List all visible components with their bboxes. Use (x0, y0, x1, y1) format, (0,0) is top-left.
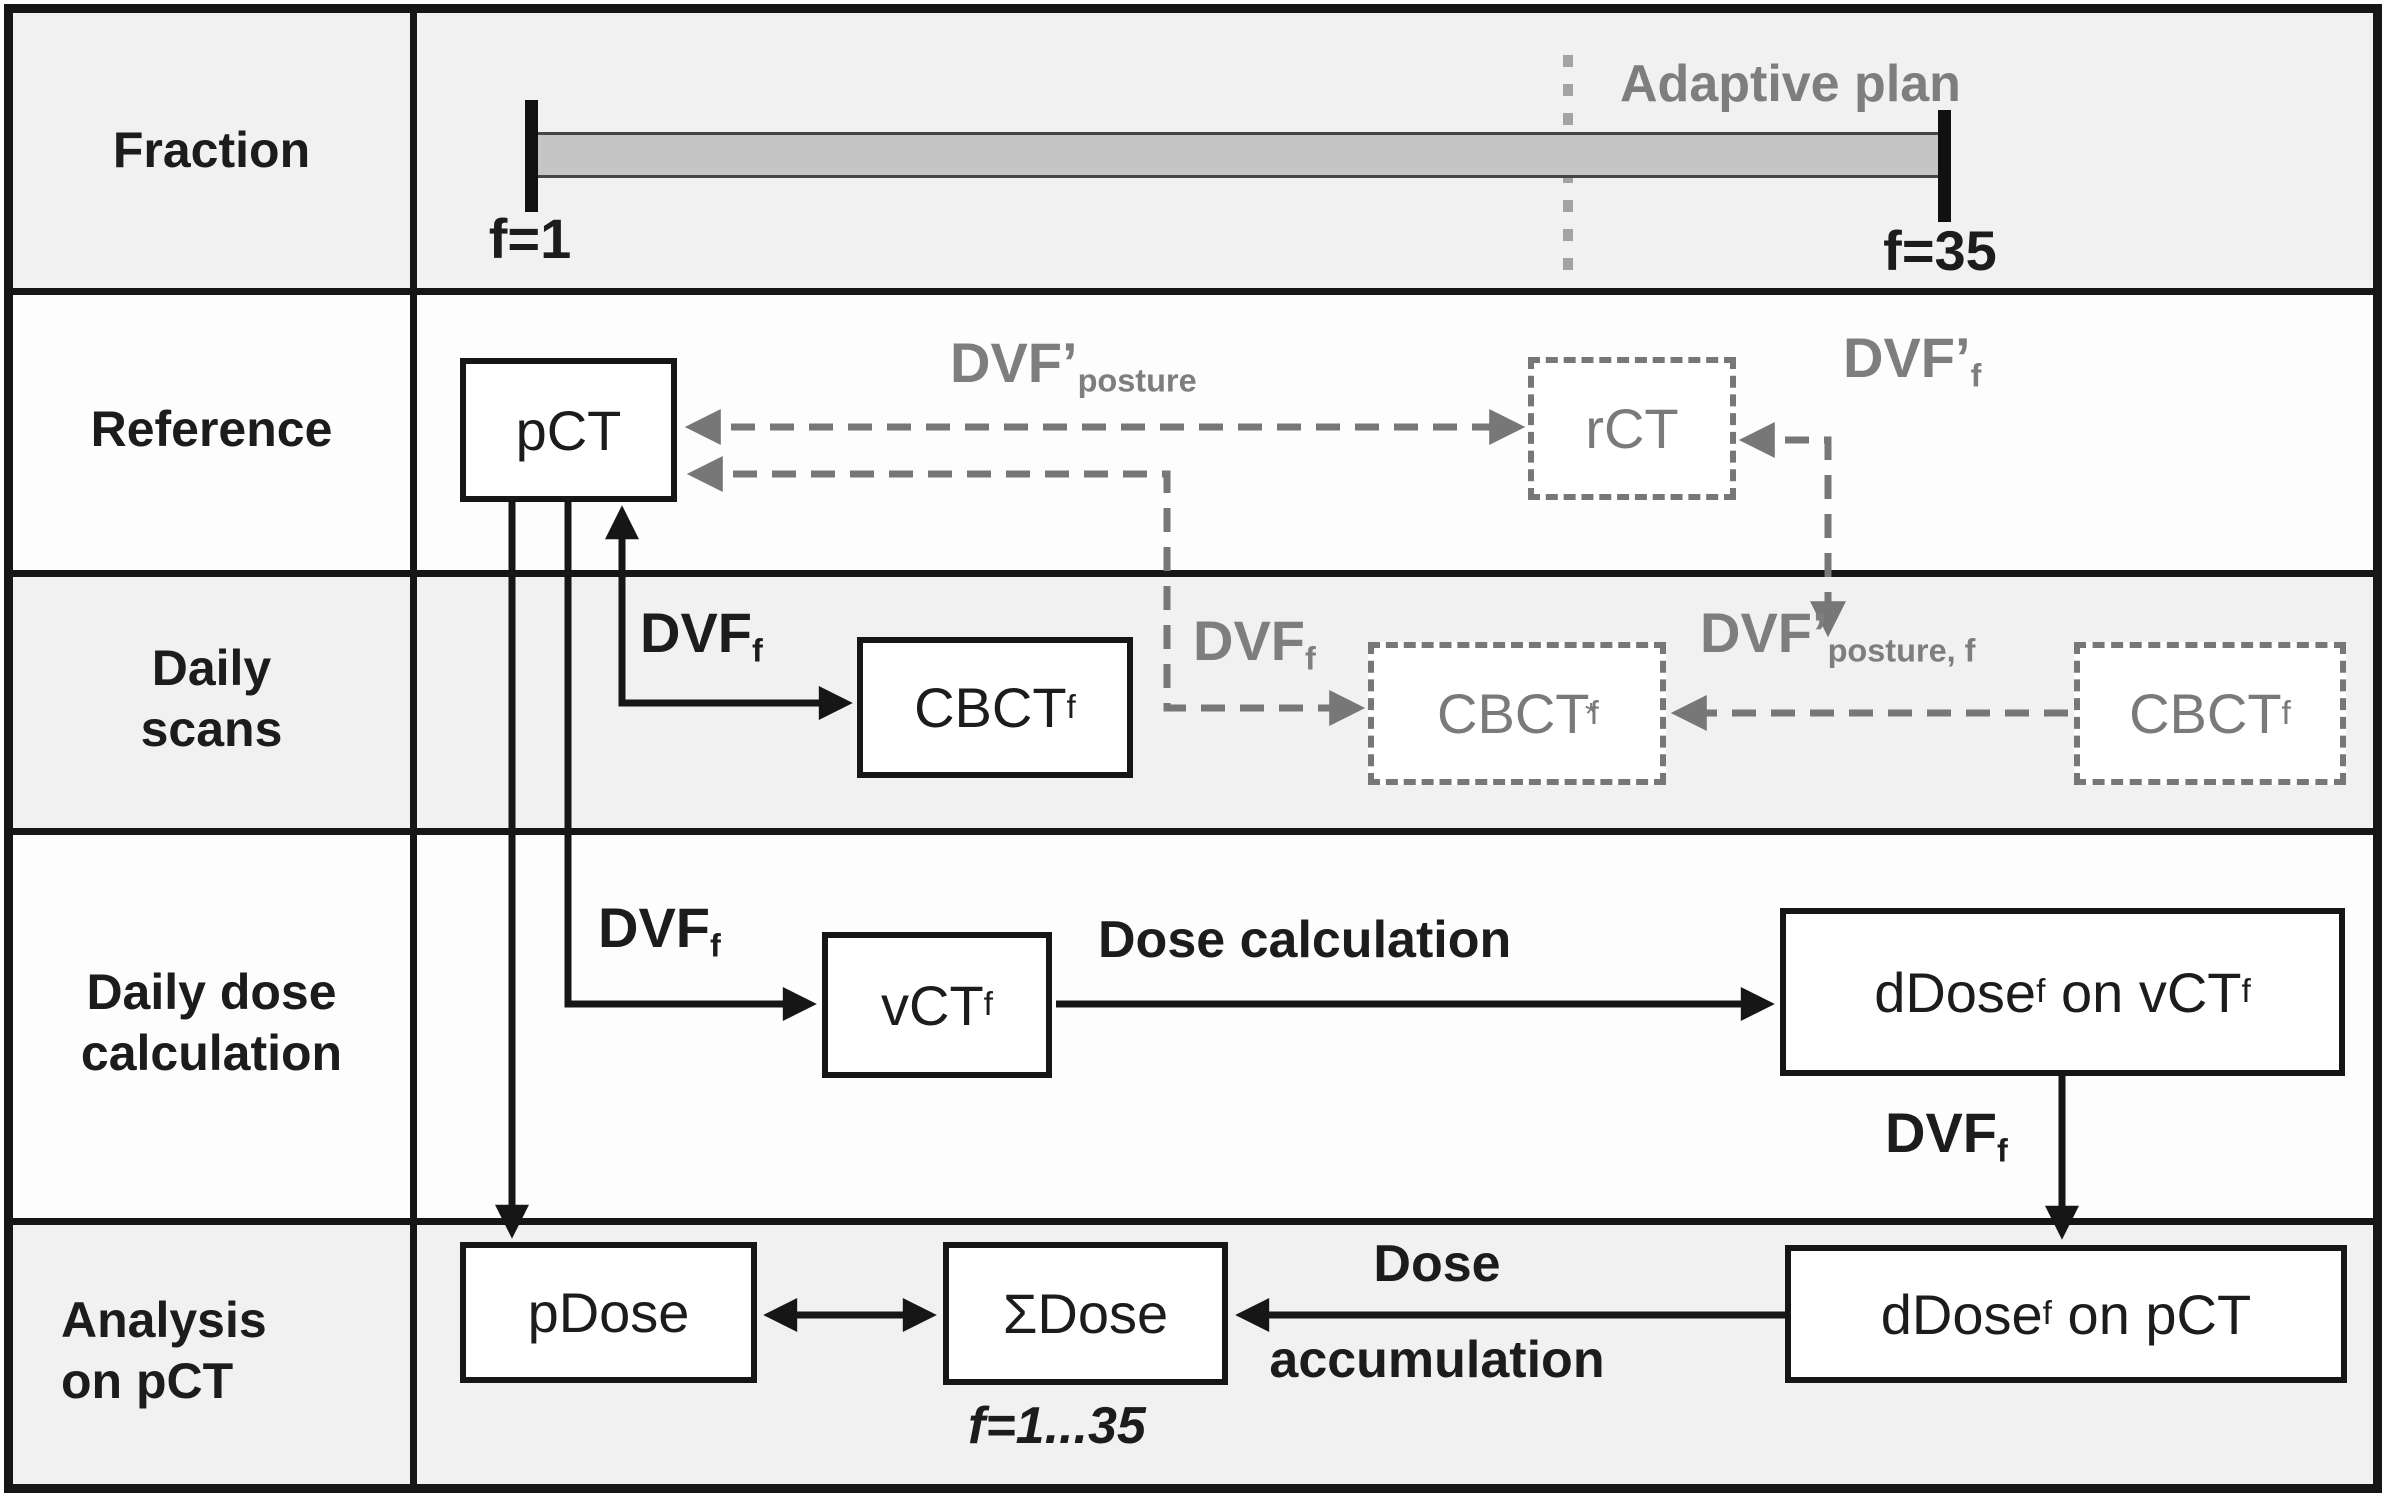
dvf-prime-f-sub: f (1970, 357, 1982, 394)
row-separator-4 (13, 1218, 2373, 1225)
pct-box: pCT (460, 358, 677, 502)
dvf-f-accum-label: DVFf (1885, 1100, 2008, 1170)
dose-accumulation-line1: Dose (1373, 1235, 1501, 1293)
cbct-right-sub: f (2281, 694, 2291, 732)
timeline-bar (531, 132, 1945, 178)
timeline-end-label: f=35 (1883, 219, 1997, 282)
row-label-fraction: Fraction (112, 122, 311, 178)
dvf-f-dose-label: DVFf (598, 895, 721, 965)
adaptive-plan-label: Adaptive plan (1620, 55, 1961, 113)
ddose-vct-t2: on vCT (2045, 960, 2242, 1024)
dvf-f-dose-sub: f (710, 927, 721, 964)
sdose-label: ΣDose (1002, 1282, 1169, 1345)
dvf-prime-f-main: DVF’ (1843, 326, 1971, 389)
ddose-vct-s1: f (2036, 973, 2046, 1010)
ddose-pct-t1: dDose (1880, 1282, 2043, 1346)
dvf-f-scan-main: DVF (640, 601, 752, 664)
dose-calculation-label: Dose calculation (1098, 911, 1512, 969)
timeline-tick-start (525, 100, 538, 212)
pct-box-label: pCT (515, 398, 622, 462)
dvf-posture-f-sub: posture, f (1827, 632, 1976, 669)
vct-sub: f (983, 986, 993, 1023)
ddose-pct-s1: f (2042, 1295, 2052, 1332)
row-label-dailydose: Daily dose calculation (80, 964, 343, 1081)
dvf-f-gray-sub: f (1305, 640, 1316, 677)
dvf-posture-f-main: DVF’ (1700, 601, 1828, 664)
ddose-pct-t2: on pCT (2052, 1282, 2252, 1346)
dvf-posture-label: DVF’posture (950, 330, 1197, 400)
cbct-star-main: CBCT (1437, 682, 1590, 745)
dvf-f-dose-main: DVF (598, 896, 710, 959)
outer-frame (4, 4, 2382, 1493)
rct-box: rCT (1528, 357, 1736, 500)
row-label-analysis: Analysis on pCT (61, 1292, 267, 1409)
row-separator-1 (13, 288, 2373, 295)
dvf-posture-main: DVF’ (950, 331, 1078, 394)
dvf-f-accum-sub: f (1997, 1132, 2008, 1169)
dvf-f-scan-sub: f (752, 632, 763, 669)
timeline-start-label: f=1 (488, 207, 572, 270)
dvf-posture-sub: posture (1077, 362, 1197, 399)
cbct-right-main: CBCT (2129, 682, 2282, 745)
cbct-star-sup: * (1584, 695, 1597, 731)
dvf-posture-f-label: DVF’posture, f (1700, 600, 1975, 670)
row-label-dailyscans: Daily scans (140, 640, 283, 757)
pdose-label: pDose (527, 1281, 690, 1344)
dose-accumulation-line2: accumulation (1269, 1331, 1605, 1389)
label-column-separator (410, 13, 417, 1484)
dvf-f-accum-main: DVF (1885, 1101, 1997, 1164)
timeline-tick-end (1938, 110, 1951, 222)
ddose-vct-t1: dDose (1874, 960, 2037, 1024)
cbct-main: CBCT (914, 676, 1067, 739)
rct-box-label: rCT (1585, 397, 1679, 460)
sdose-box: ΣDose (943, 1242, 1228, 1385)
dvf-f-gray-label: DVFf (1193, 608, 1316, 678)
dvf-prime-f-label: DVF’f (1843, 325, 1981, 395)
row-label-reference: Reference (90, 400, 333, 457)
row-separator-3 (13, 828, 2373, 835)
cbct-sub: f (1066, 688, 1076, 726)
vct-main: vCT (881, 973, 984, 1037)
cbct-star-sub: f (1589, 694, 1599, 732)
ddose-vct-s2: f (2241, 973, 2251, 1010)
dvf-f-gray-main: DVF (1193, 609, 1305, 672)
pdose-box: pDose (460, 1242, 757, 1383)
sum-range-label: f=1...35 (968, 1397, 1146, 1455)
dvf-f-scan-label: DVFf (640, 600, 763, 670)
